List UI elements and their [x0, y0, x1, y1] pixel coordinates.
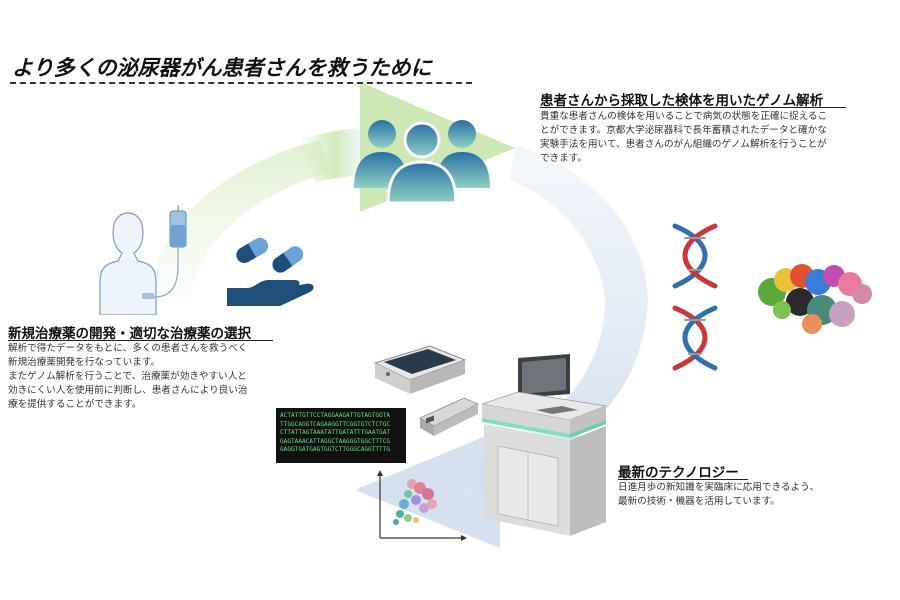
- text-line: 新規治療薬開発を行なっています。: [8, 357, 161, 368]
- tech-section-text: 日進月歩の新知識を実臨床に応用できるよう、 最新の技術・機器を活用しています。: [618, 481, 888, 509]
- text-line: 効きにくい人を使用前に判断し、患者さんにより良い治: [8, 385, 248, 396]
- genome-section-title: 患者さんから採取した検体を用いたゲノム解析: [540, 93, 824, 109]
- genome-section-text: 貴重な患者さんの検体を用いることで病気の状態を正確に捉えるこ とができます。京都…: [540, 110, 880, 166]
- hand-pills-icon: [227, 237, 314, 306]
- drug-title-underline: [8, 340, 273, 341]
- scatter-plot-icon: [377, 470, 467, 541]
- sequencer-device-icon: [481, 354, 608, 536]
- dna-sequence-display: ACTATTGTTCCTAGGAAGATTGTAGTGGTA TTGGCAGGT…: [276, 408, 406, 463]
- drug-section-text: 解析で得たデータをもとに、多くの患者さんを救うべく 新規治療薬開発を行なっていま…: [8, 342, 308, 412]
- text-line: 解析で得たデータをもとに、多くの患者さんを救うべく: [8, 343, 248, 354]
- genome-title-underline: [540, 107, 846, 108]
- sequence-line: GAGTAAACATTAGGCTAAGGGTGGCTTTCG: [280, 437, 391, 445]
- text-line: とができます。京都大学泌尿器科で長年蓄積されたデータと確かな: [540, 125, 827, 136]
- people-icon: [354, 120, 490, 205]
- text-line: 日進月歩の新知識を実臨床に応用できるよう、: [618, 482, 820, 493]
- text-line: 実験手法を用いて、患者さんのがん組織のゲノム解析を行うことが: [540, 139, 827, 150]
- sequence-line: GAGGTGATGAGTGGTCTTGGGCAGGTTTTG: [280, 446, 391, 454]
- text-line: またゲノム解析を行うことで、治療薬が効きやすい人と: [8, 371, 247, 382]
- drug-section-title: 新規治療薬の開発・適切な治療薬の選択: [8, 326, 251, 342]
- protein-structure-icon: [758, 264, 872, 334]
- text-line: 療を提供することができます。: [8, 399, 142, 410]
- page-title: より多くの泌尿器がん患者さんを救うために: [12, 56, 432, 80]
- text-line: 貴重な患者さんの検体を用いることで病気の状態を正確に捉えるこ: [540, 111, 828, 122]
- patient-iv-icon: [99, 205, 187, 315]
- tech-title-underline: [618, 479, 748, 480]
- sequence-line: CTTATTAGTAAATATTGATATTTGAATGAT: [280, 429, 391, 437]
- sequencer-device-icon: [419, 397, 479, 436]
- tech-section-title: 最新のテクノロジー: [618, 465, 739, 481]
- text-line: 最新の技術・機器を活用しています。: [618, 496, 780, 507]
- sequence-line: TTGGCAGGTCAGAAGGTTCGGTGTCTCTGC: [280, 420, 391, 428]
- sequence-line: ACTATTGTTCCTAGGAAGATTGTAGTGGTA: [280, 412, 391, 419]
- text-line: できます。: [540, 153, 588, 164]
- sequencer-device-icon: [373, 345, 467, 394]
- title-underline: [10, 82, 472, 84]
- dna-helix-icon: [672, 223, 718, 371]
